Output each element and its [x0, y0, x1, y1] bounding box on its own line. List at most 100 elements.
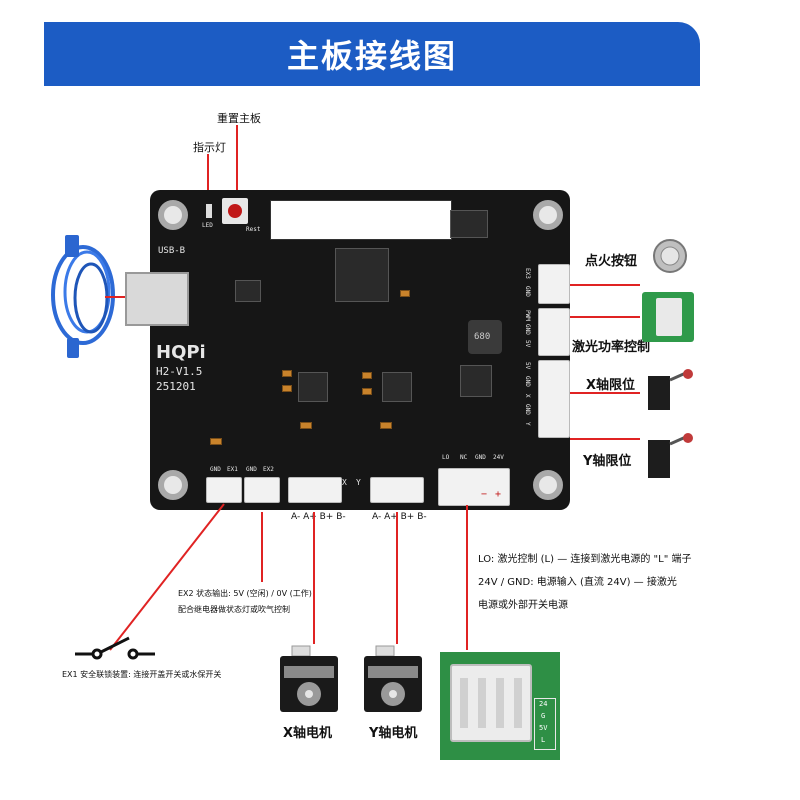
polarity-plus: + — [495, 489, 502, 500]
smd-part — [282, 385, 292, 392]
usb-b-port — [125, 272, 189, 326]
led-silk: LED — [202, 222, 213, 229]
x-motor-arrow-line — [313, 512, 315, 644]
psu-label-24: 24 — [539, 700, 548, 708]
ex1-note: EX1 安全联锁装置: 连接开盖开关或水保开关 — [62, 670, 222, 679]
fire-arrow-line — [570, 284, 640, 286]
mount-hole — [533, 470, 563, 500]
reset-label: 重置主板 — [217, 112, 261, 125]
usb-cable-image — [51, 235, 115, 358]
page-title: 主板接线图 — [286, 37, 457, 75]
pin-silk: GND — [524, 324, 531, 335]
psu-label-5v: 5V — [539, 724, 548, 732]
mount-hole — [158, 470, 188, 500]
laser-power-connector[interactable] — [538, 308, 570, 356]
y-motor-pins: A- A+ B+ B- — [372, 512, 427, 522]
axis-y-silk: Y — [356, 478, 361, 487]
chip — [235, 280, 261, 302]
power-connector[interactable]: − + — [438, 468, 510, 506]
mount-hole — [533, 200, 563, 230]
fire-button-image — [653, 239, 687, 273]
version-silk: H2-V1.5 — [156, 365, 203, 378]
status-led — [206, 204, 212, 218]
inductor-marking: 680 — [474, 332, 491, 342]
y-motor-image — [364, 645, 422, 712]
limit-connector[interactable] — [538, 360, 570, 438]
lo-note-line2: 24V / GND: 电源输入 (直流 24V) — 接激光 — [478, 577, 677, 588]
mcu-chip — [335, 248, 389, 302]
controller-board: USB-B LED Rest 680 HQPi H2-V1.5 251201 G… — [125, 190, 570, 510]
x-limit-label: X轴限位 — [586, 378, 636, 393]
x-motor-pins: A- A+ B+ B- — [291, 512, 346, 522]
driver-chip-y — [382, 372, 412, 402]
lo-note-line1: LO: 激光控制 (L) — 连接到激光电源的 "L" 端子 — [478, 554, 692, 565]
ex2-connector[interactable] — [244, 477, 280, 503]
pin-silk: PWM — [524, 310, 531, 321]
chip — [450, 210, 488, 238]
usb-arrow-line — [105, 296, 133, 298]
chip — [460, 365, 492, 397]
pin-silk: GND — [524, 404, 531, 415]
y-limit-arrow-line — [570, 438, 640, 440]
smd-part — [400, 290, 410, 297]
ex2-arrow-line — [261, 512, 263, 582]
smd-part — [210, 438, 222, 445]
pin-silk: LO — [442, 454, 450, 461]
ex2-note-line2: 配合继电器做状态灯或吹气控制 — [178, 605, 290, 614]
pin-silk: X — [524, 394, 531, 398]
inductor: 680 — [468, 320, 502, 354]
ex1-connector[interactable] — [206, 477, 242, 503]
laser-psu-connector-image — [642, 292, 694, 342]
pin-silk: 5V — [524, 340, 531, 348]
laser-power-label: 激光功率控制 — [572, 340, 651, 355]
pin-silk: EX3 — [524, 268, 531, 279]
pin-silk: GND — [210, 466, 221, 473]
x-motor-connector[interactable] — [288, 477, 342, 503]
x-limit-arrow-line — [570, 392, 640, 394]
smd-part — [300, 422, 312, 429]
usb-silk: USB-B — [158, 246, 186, 256]
reset-arrow-line — [236, 125, 238, 195]
smd-part — [380, 422, 392, 429]
pin-silk: GND — [524, 286, 531, 297]
pin-silk: GND — [475, 454, 486, 461]
y-limit-label: Y轴限位 — [583, 454, 632, 469]
lo-note-line3: 电源或外部开关电源 — [478, 600, 568, 611]
indicator-arrow-line — [207, 154, 209, 204]
polarity-minus: − — [481, 489, 488, 500]
pin-silk: 5V — [524, 362, 531, 370]
psu-label-l: L — [541, 736, 546, 744]
y-motor-connector[interactable] — [370, 477, 424, 503]
mount-hole — [158, 200, 188, 230]
date-silk: 251201 — [156, 380, 196, 393]
power-arrow-line — [466, 505, 468, 650]
laser-power-arrow-line — [570, 316, 640, 318]
rest-silk: Rest — [246, 226, 261, 233]
x-limit-switch-image — [648, 369, 693, 410]
pin-silk: NC — [460, 454, 468, 461]
safety-switch-symbol — [75, 636, 155, 660]
reset-button[interactable] — [222, 198, 248, 224]
axis-x-silk: X — [342, 478, 347, 487]
pin-silk: GND — [524, 376, 531, 387]
y-motor-arrow-line — [396, 512, 398, 644]
y-motor-label: Y轴电机 — [369, 726, 418, 741]
x-motor-label: X轴电机 — [283, 726, 333, 741]
display-window — [270, 200, 452, 240]
psu-label-g: G — [541, 712, 546, 720]
driver-chip-x — [298, 372, 328, 402]
laser-psu-photo: 24 G 5V L — [440, 652, 560, 760]
pin-silk: EX1 — [227, 466, 238, 473]
smd-part — [362, 388, 372, 395]
brand-silk: HQPi — [156, 342, 206, 363]
pin-silk: 24V — [493, 454, 504, 461]
title-banner: 主板接线图 — [44, 22, 700, 86]
fire-button-label: 点火按钮 — [585, 254, 638, 269]
ex1-arrow-line — [109, 503, 225, 651]
smd-part — [362, 372, 372, 379]
pin-silk: EX2 — [263, 466, 274, 473]
indicator-label: 指示灯 — [193, 141, 226, 154]
fire-button-connector[interactable] — [538, 264, 570, 304]
y-limit-switch-image — [648, 433, 693, 478]
x-motor-image — [280, 645, 338, 712]
